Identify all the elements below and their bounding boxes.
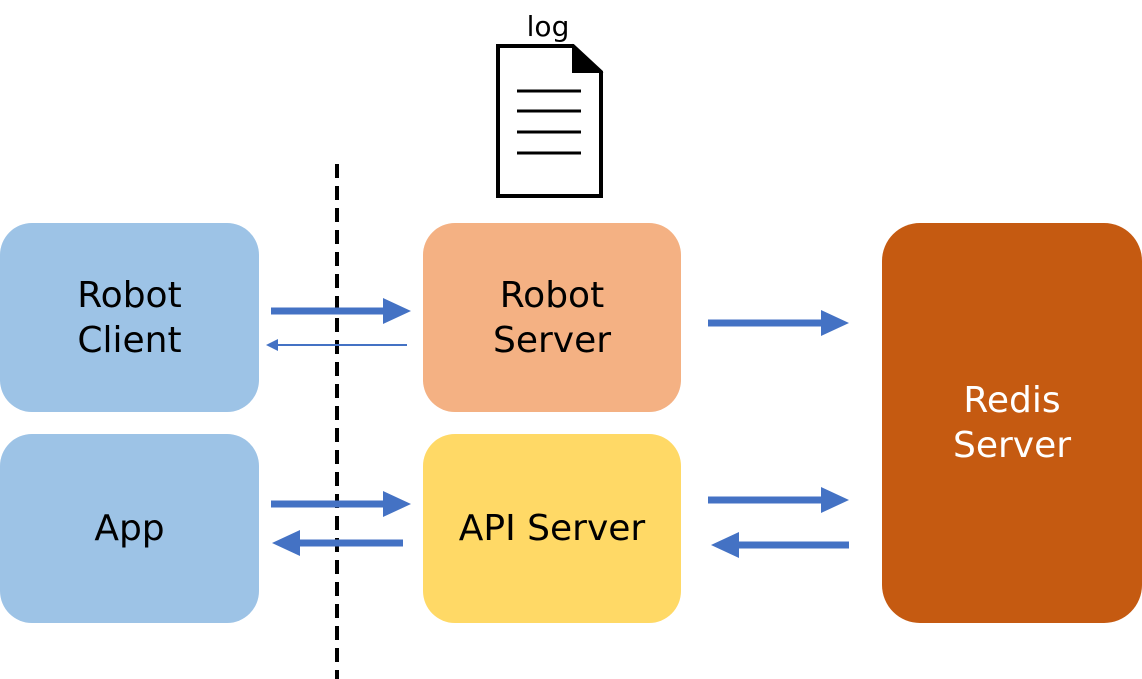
redis-server-label: Redis Server bbox=[952, 380, 1072, 466]
arrow-redis-server-to-api-server bbox=[711, 532, 849, 558]
edge-arrows bbox=[266, 298, 849, 558]
arrow-api-server-to-redis-server bbox=[708, 487, 849, 513]
arrow-robot-server-to-redis-server bbox=[708, 310, 849, 336]
arrow-app-to-api-server bbox=[271, 491, 411, 517]
robot-client-node: Robot Client bbox=[0, 223, 259, 412]
arrow-robot-client-to-robot-server bbox=[271, 298, 411, 324]
arrow-api-server-to-app bbox=[272, 530, 403, 556]
log-label: log bbox=[526, 10, 570, 43]
robot-server-label: Robot Server bbox=[492, 274, 612, 361]
robot-server-node: Robot Server bbox=[423, 223, 681, 412]
api-server-label: API Server bbox=[458, 508, 646, 549]
app-node: App bbox=[0, 434, 259, 623]
redis-server-node: Redis Server bbox=[882, 223, 1142, 623]
api-server-node: API Server bbox=[423, 434, 681, 623]
document-icon bbox=[496, 43, 604, 198]
arrow-robot-server-to-robot-client bbox=[266, 339, 407, 351]
app-label: App bbox=[94, 508, 165, 549]
robot-client-label: Robot Client bbox=[77, 274, 182, 361]
